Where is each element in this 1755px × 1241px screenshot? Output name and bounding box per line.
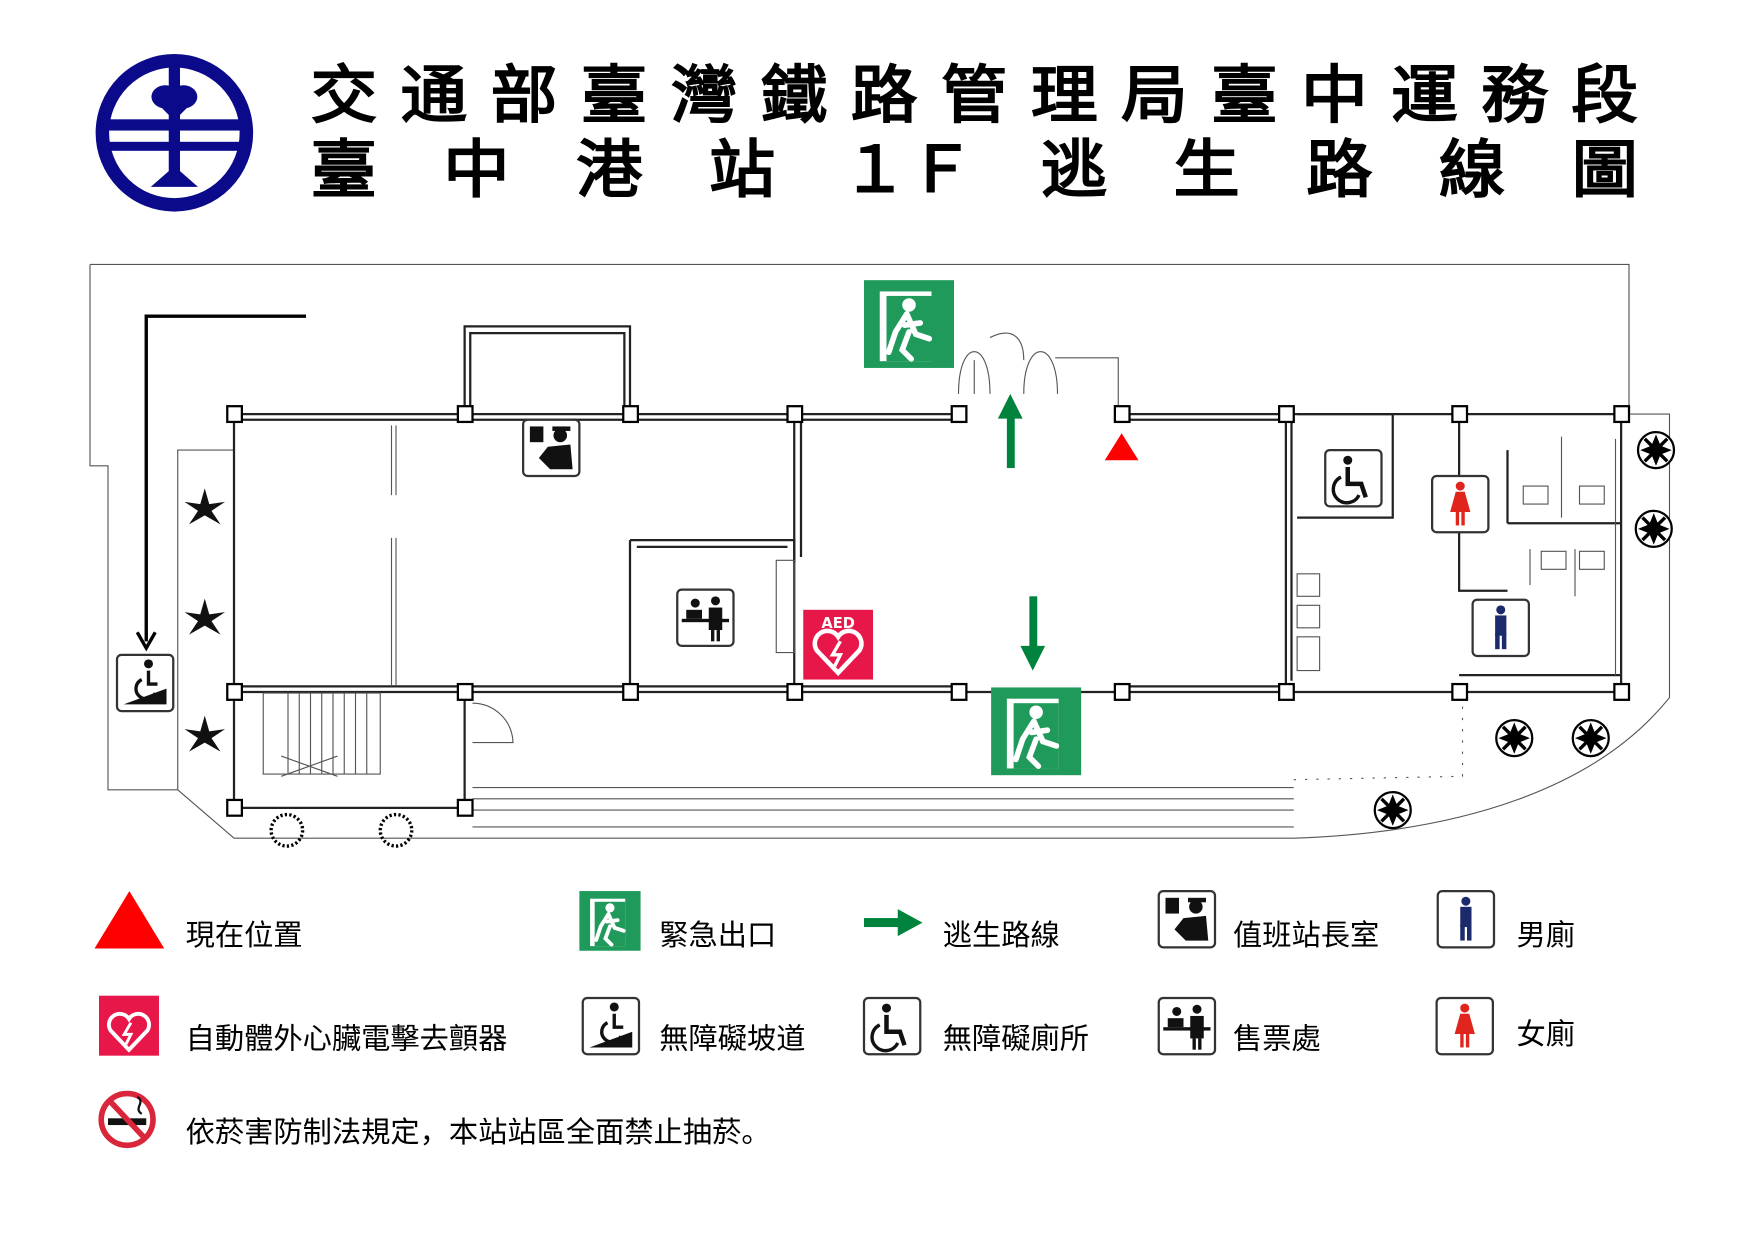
legend-label: 女廁 [1517, 1017, 1576, 1051]
title-line-1: 交 通 部 臺 灣 鐵 路 管 理 局 臺 中 運 務 段 [311, 59, 1639, 132]
accessible-toilet-icon [1325, 450, 1381, 506]
ramp-route-arrow [144, 314, 306, 642]
legend-label: 逃生路線 [943, 918, 1060, 952]
ticket-office-icon [677, 590, 733, 646]
legend-label: 無障礙坡道 [659, 1022, 805, 1056]
legend-label: 售票處 [1233, 1022, 1321, 1056]
accessible-toilet-icon [864, 998, 920, 1054]
male-toilet-icon [1473, 600, 1529, 656]
emergency-exit-icon [577, 889, 643, 953]
legend-label: 緊急出口 [659, 918, 776, 952]
ticket-office-icon [1159, 998, 1215, 1054]
current-position-icon [94, 891, 165, 949]
aed-label: AED [821, 615, 854, 632]
escape-route-arrow-up [997, 393, 1023, 469]
floor-plan [89, 263, 1676, 848]
legend-label: 自動體外心臟電擊去顫器 [186, 1022, 508, 1056]
title-line-2: 臺 中 港 站 １Ｆ 逃 生 路 線 圖 [311, 133, 1639, 206]
arrowhead-icon [135, 631, 157, 652]
legend: 現在位置 緊急出口 逃生路線 值班站長室 男廁 自動體外心臟電擊去顫器 無障礙坡… [94, 889, 1576, 1149]
emergency-exit-icon [991, 687, 1081, 775]
aed-icon [97, 993, 161, 1058]
railway-logo [95, 54, 254, 212]
female-toilet-icon [1437, 998, 1493, 1054]
legend-label: 現在位置 [186, 918, 303, 952]
no-smoking-notice: 依菸害防制法規定，本站站區全面禁止抽菸。 [186, 1115, 771, 1149]
female-toilet-icon [1432, 476, 1488, 532]
aed-icon: AED [803, 610, 873, 680]
accessible-ramp-icon [117, 655, 173, 711]
no-smoking-icon [98, 1090, 156, 1149]
plant-icon [184, 430, 1676, 848]
legend-label: 男廁 [1517, 918, 1576, 952]
legend-label: 無障礙廁所 [943, 1022, 1089, 1056]
accessible-ramp-icon [583, 998, 639, 1054]
escape-route-arrow [864, 909, 923, 937]
current-position-icon [1104, 433, 1139, 461]
station-master-icon [523, 420, 579, 476]
legend-label: 值班站長室 [1233, 918, 1379, 952]
escape-route-arrow-down [1020, 596, 1046, 671]
male-toilet-icon [1438, 891, 1494, 947]
emergency-exit-icon [864, 280, 954, 368]
station-master-icon [1159, 891, 1215, 947]
